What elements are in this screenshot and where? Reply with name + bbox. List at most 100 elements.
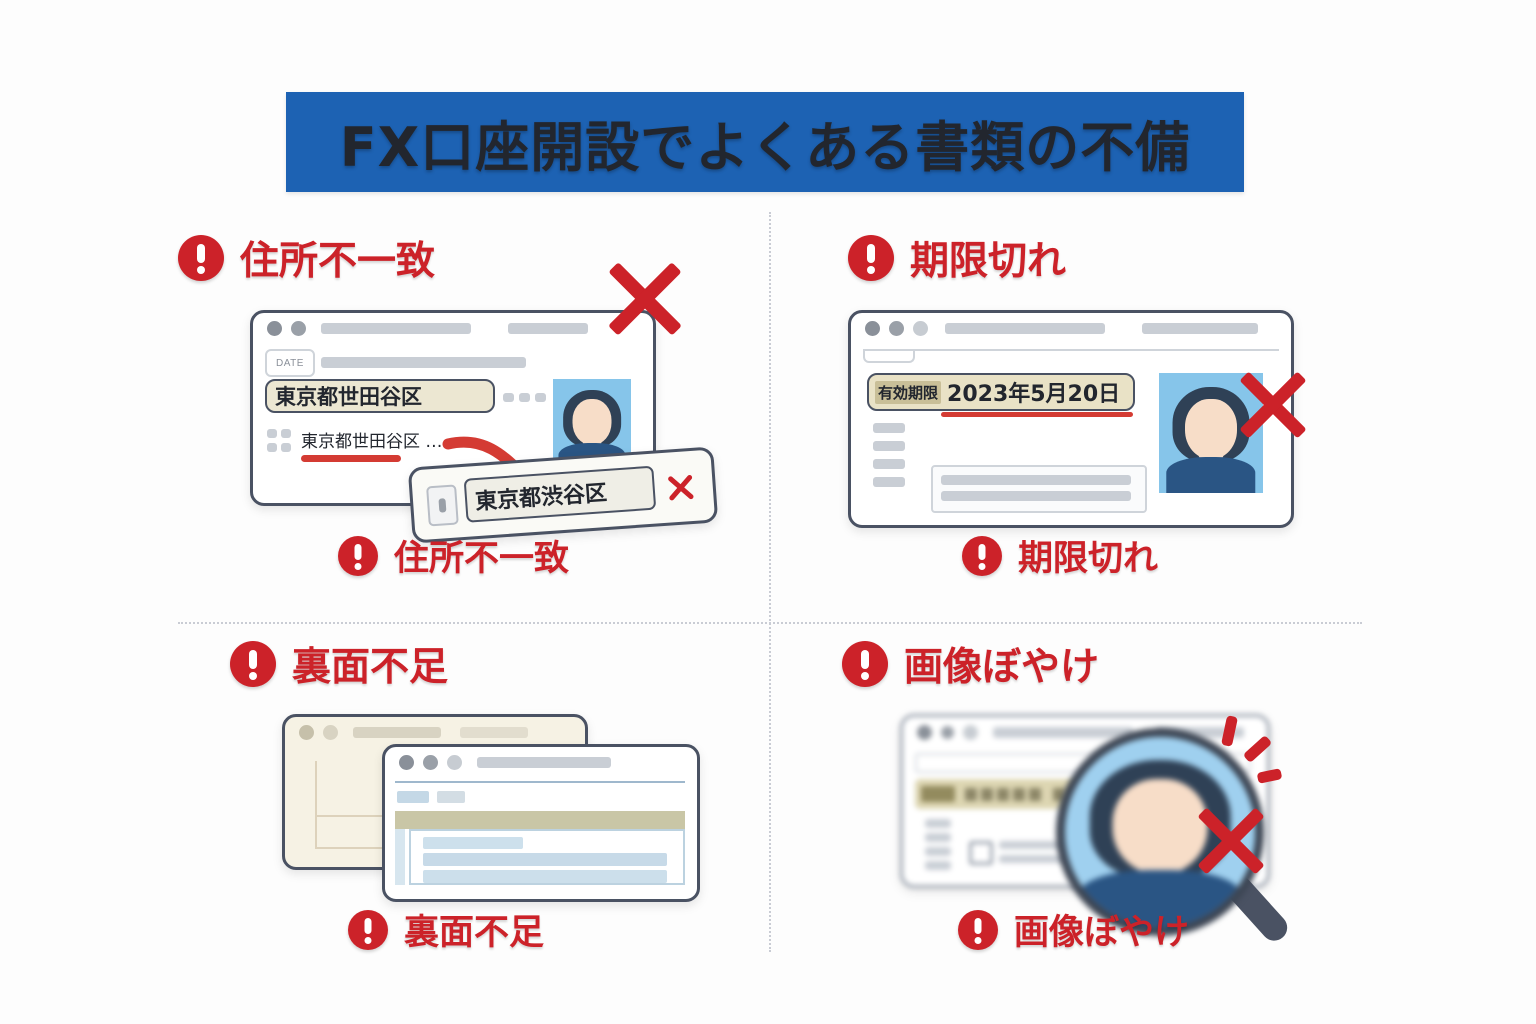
placeholder-line: [1142, 322, 1258, 334]
window-dot-icon: [299, 724, 314, 740]
placeholder-line: [999, 855, 1103, 863]
heading-blurry-image: 画像ぼやけ: [842, 636, 1099, 692]
shoulders-shape: [1166, 457, 1256, 493]
card-titlebar: [851, 313, 1291, 343]
heading-label: 住所不一致: [240, 239, 436, 284]
address-body-text: 東京都世田谷区 …: [301, 432, 443, 452]
table-row: [423, 870, 667, 883]
caption-expired: 期限切れ: [962, 530, 1158, 581]
placeholder-line: [873, 441, 905, 451]
caption-label: 画像ぼやけ: [1014, 913, 1190, 953]
placeholder-line: [477, 756, 611, 768]
window-dot-icon: [447, 754, 462, 770]
divider-vertical: [769, 212, 771, 952]
date-field-label: DATE: [276, 357, 304, 369]
heading-label: 期限切れ: [910, 239, 1067, 284]
caption-address-mismatch: 住所不一致: [338, 530, 569, 581]
overlay-address-band: 東京都渋谷区: [463, 465, 657, 523]
window-dot-icon: [889, 320, 904, 336]
reject-x-icon-large: [1190, 800, 1272, 882]
placeholder-line: [353, 726, 441, 738]
placeholder-line: [397, 791, 429, 803]
header-band: [395, 811, 685, 829]
placeholder-line: [437, 791, 465, 803]
separator: [863, 349, 1279, 351]
expiry-date: 2023年5月20日: [947, 382, 1121, 407]
placeholder-line: [945, 322, 1105, 334]
placeholder-line: [993, 726, 1133, 738]
card-titlebar: [253, 313, 653, 343]
quadrant-expired: 期限切れ 有効期限 2023年5月20日: [800, 212, 1400, 612]
table-row: [423, 837, 523, 849]
window-dot-icon: [423, 754, 438, 770]
exclamation-circle-icon: [958, 909, 998, 950]
exclamation-circle-icon: [348, 909, 388, 950]
dot-marker: [535, 393, 546, 402]
page-title: FX口座開設でよくある書類の不備: [339, 115, 1191, 179]
exclamation-circle-icon: [338, 535, 378, 576]
overlay-address-text: 東京都渋谷区: [474, 480, 608, 516]
dot-marker: [519, 393, 530, 402]
front-side-card: [382, 744, 700, 902]
divider-horizontal: [178, 622, 1362, 624]
dot-marker: [503, 393, 514, 402]
caption-blurry-image: 画像ぼやけ: [958, 904, 1189, 955]
sparkle-icon: [1256, 768, 1283, 784]
expiry-band: 有効期限 2023年5月20日: [867, 373, 1135, 411]
heading-address-mismatch: 住所不一致: [178, 230, 435, 286]
document-card-expiry: 有効期限 2023年5月20日: [848, 310, 1294, 528]
heading-label: 画像ぼやけ: [904, 645, 1100, 690]
label-chip: [921, 786, 955, 802]
address-highlight-band: 東京都世田谷区: [265, 379, 495, 413]
heading-expired: 期限切れ: [848, 230, 1066, 286]
bullet-marker: [281, 443, 291, 452]
placeholder-line: [873, 423, 905, 433]
placeholder-line: [941, 475, 1131, 485]
exclamation-circle-icon: [848, 235, 894, 281]
card-titlebar: [385, 747, 697, 777]
placeholder-line: [999, 841, 1103, 849]
window-dot-icon: [913, 320, 928, 336]
quadrant-address-mismatch: 住所不一致 DATE 東京都世田谷区: [160, 212, 760, 612]
reject-x-icon-large: [600, 254, 690, 344]
reject-x-icon-large: [1232, 364, 1314, 446]
caption-missing-back: 裏面不足: [348, 904, 544, 955]
chip-icon: [426, 484, 459, 527]
guide-line: [315, 815, 389, 817]
placeholder-line: [1156, 726, 1244, 738]
placeholder-line: [925, 861, 951, 870]
side-band: [395, 829, 405, 885]
bullet-marker: [281, 429, 291, 438]
address-highlight-text: 東京都世田谷区: [275, 385, 422, 409]
window-dot-icon: [917, 724, 932, 740]
caption-label: 住所不一致: [394, 539, 570, 579]
caption-label: 期限切れ: [1018, 539, 1159, 579]
error-underline: [301, 455, 401, 462]
exclamation-circle-icon: [230, 641, 276, 687]
shoulders-shape: [1078, 870, 1242, 927]
bullet-marker: [267, 443, 277, 452]
heading-missing-back: 裏面不足: [230, 636, 448, 692]
placeholder-line: [460, 726, 528, 738]
placeholder-line: [321, 357, 526, 368]
tab-notch: [863, 349, 915, 363]
placeholder-line: [873, 477, 905, 487]
heading-label: 裏面不足: [292, 645, 449, 690]
window-dot-icon: [291, 320, 306, 336]
window-dot-icon: [267, 320, 282, 336]
info-block: [931, 465, 1147, 513]
date-field-box: DATE: [265, 349, 315, 377]
separator: [395, 781, 685, 783]
card-titlebar: [285, 717, 585, 747]
card-titlebar: [903, 717, 1267, 747]
window-dot-icon: [963, 724, 978, 740]
window-dot-icon: [941, 725, 954, 739]
bullet-marker: [267, 429, 277, 438]
portrait-photo: [1159, 373, 1263, 493]
checkbox-icon: [969, 841, 993, 865]
placeholder-line: [941, 491, 1131, 501]
exclamation-circle-icon: [842, 641, 888, 687]
placeholder-line: [925, 847, 951, 856]
table-block: [409, 829, 685, 885]
window-dot-icon: [865, 320, 880, 336]
